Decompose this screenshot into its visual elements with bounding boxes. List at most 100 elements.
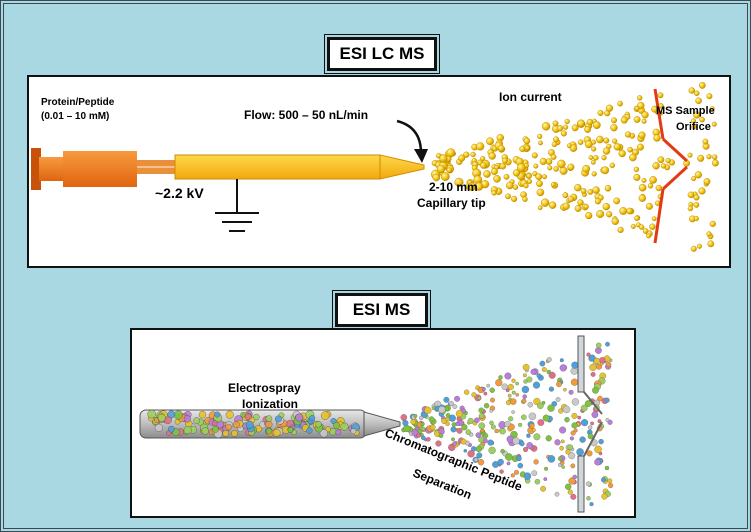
ion-droplet [480, 155, 486, 162]
ion-droplet [436, 164, 446, 174]
flow-label: Flow: 500 – 50 nL/min [244, 108, 368, 122]
charged-droplet [560, 439, 565, 444]
sample-concentration: (0.01 – 10 mM) [41, 111, 109, 122]
ion-droplet [638, 131, 646, 139]
charged-droplet [605, 418, 610, 422]
ion-droplet [604, 185, 612, 192]
ion-droplet [596, 209, 605, 218]
charged-droplet [403, 424, 411, 433]
charged-droplet [597, 419, 602, 424]
ion-droplet [636, 143, 644, 151]
peptide-bead [201, 427, 209, 435]
charged-droplet [477, 396, 481, 400]
charged-droplet [522, 394, 527, 399]
ion-droplet [483, 170, 491, 178]
charged-droplet [476, 452, 483, 459]
peptide-bead [240, 412, 246, 418]
ion-droplet [655, 184, 662, 192]
charged-droplet [428, 416, 435, 423]
charged-droplet [570, 493, 577, 500]
ion-droplet [550, 182, 556, 187]
ion-droplet [691, 176, 697, 182]
ion-droplet [649, 223, 656, 230]
charged-droplet [561, 465, 565, 469]
charged-droplet [518, 422, 523, 427]
charged-droplet [483, 391, 488, 396]
orifice-label-line2: Orifice [676, 121, 711, 133]
ion-droplet [706, 93, 713, 100]
ion-droplet [693, 111, 701, 119]
ion-droplet [638, 194, 646, 202]
ion-droplet [641, 118, 647, 124]
ion-droplet [583, 204, 589, 210]
charged-droplet [475, 432, 482, 438]
charged-droplet [489, 420, 494, 426]
charged-droplet [402, 420, 409, 427]
charged-droplet [489, 409, 493, 413]
ion-droplet [699, 116, 705, 123]
ion-droplet [488, 152, 496, 160]
charged-droplet [533, 459, 539, 465]
charged-droplet [487, 439, 494, 446]
charged-droplet [586, 496, 591, 501]
ion-droplet [591, 171, 597, 177]
peptide-bead [225, 423, 232, 431]
ion-droplet [512, 184, 519, 190]
charged-droplet [537, 402, 544, 410]
charged-droplet [534, 478, 541, 485]
ion-droplet [505, 193, 511, 200]
charged-droplet [548, 386, 554, 392]
ion-droplet [536, 188, 545, 197]
charged-droplet [568, 452, 576, 460]
charged-droplet [448, 400, 454, 407]
ion-droplet [490, 167, 498, 175]
charged-droplet [527, 401, 534, 408]
ion-droplet [538, 140, 543, 146]
ion-droplet [606, 211, 613, 218]
charged-droplet [504, 420, 511, 428]
ion-droplet [564, 118, 570, 125]
charged-droplet [526, 433, 531, 438]
charged-droplet [511, 378, 516, 383]
charged-droplet [568, 477, 576, 485]
peptide-bead [319, 429, 328, 438]
peptide-bead [225, 410, 234, 419]
esi-lc-ms-panel: Protein/Peptide (0.01 – 10 mM) Flow: 500… [27, 75, 731, 268]
charged-droplet [471, 392, 477, 398]
charged-droplet [563, 387, 567, 392]
ion-droplet [637, 95, 643, 101]
ion-droplet [486, 137, 494, 146]
charged-droplet [571, 361, 579, 369]
charged-droplet [467, 450, 475, 458]
charged-droplet [519, 441, 525, 447]
ion-droplet [601, 166, 610, 175]
peptide-bead [265, 420, 273, 429]
charged-droplet [567, 444, 574, 451]
charged-droplet [504, 372, 512, 380]
charged-droplet [420, 422, 425, 426]
charged-droplet [421, 435, 426, 441]
charged-droplet [546, 357, 552, 363]
ion-droplet [533, 163, 539, 169]
tip-size-label: 2-10 mm [429, 180, 478, 194]
ion-droplet [594, 198, 602, 205]
peptide-bead [309, 415, 316, 422]
ion-droplet [619, 207, 628, 215]
charged-droplet [507, 393, 512, 398]
ion-droplet [642, 228, 649, 234]
charged-droplet [595, 342, 602, 349]
ion-droplet [542, 174, 548, 180]
charged-droplet [489, 387, 495, 393]
charged-droplet [482, 387, 486, 391]
ion-droplet [502, 157, 508, 164]
charged-droplet [445, 416, 450, 422]
charged-droplet [400, 414, 408, 421]
esi-ms-panel: Electrospray Ionization Chromatographic … [130, 328, 636, 518]
ion-droplet [584, 126, 591, 133]
charged-droplet [483, 403, 490, 409]
charged-droplet [522, 363, 530, 371]
ion-droplet [439, 154, 448, 163]
charged-droplet [497, 458, 504, 466]
ion-droplet [535, 173, 543, 181]
charged-droplet [569, 436, 574, 441]
